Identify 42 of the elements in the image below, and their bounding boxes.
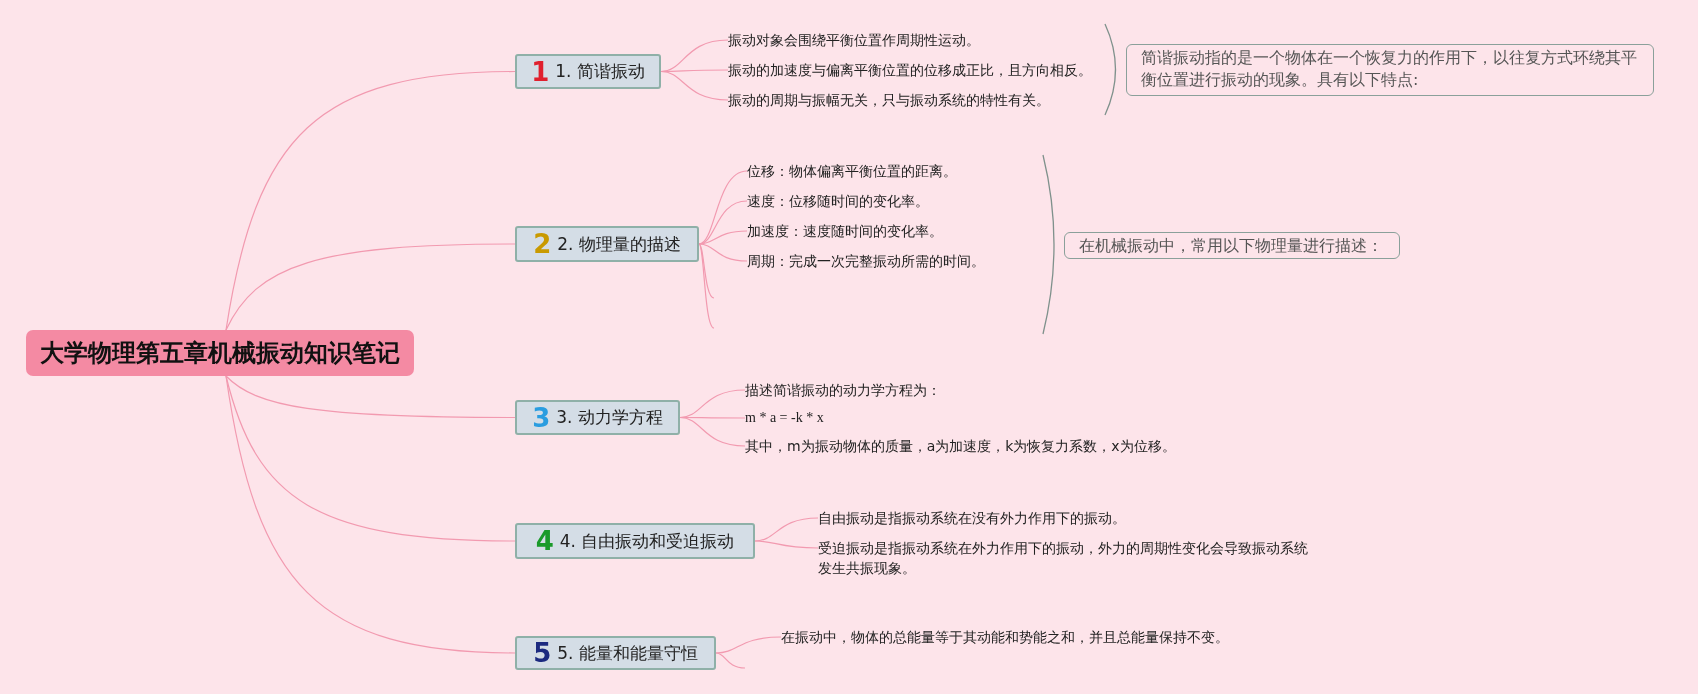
branch-line [225, 375, 516, 654]
summary-box: 简谐振动指的是一个物体在一个恢复力的作用下，以往复方式环绕其平衡位置进行振动的现象。具有以下特点: [1126, 44, 1654, 96]
summary-box: 在机械振动中，常用以下物理量进行描述： [1064, 232, 1400, 259]
subtopic-text: 位移：物体偏离平衡位置的距离。 [747, 161, 957, 181]
subtopic-text: 振动的周期与振幅无关，只与振动系统的特性有关。 [728, 90, 1050, 110]
number-marker: 1 [531, 56, 550, 87]
branch-line [660, 70, 729, 101]
branch-line [225, 375, 516, 419]
topic-label: 5. 能量和能量守恒 [557, 641, 698, 665]
topic-box [515, 636, 716, 670]
topic-label: 4. 自由振动和受迫振动 [559, 529, 735, 553]
branch-line [698, 243, 748, 262]
branch-line [698, 243, 715, 329]
topic-label: 1. 简谐振动 [555, 60, 645, 83]
central-topic: 大学物理第五章机械振动知识笔记 [26, 330, 414, 376]
subtopic-text: 速度：位移随时间的变化率。 [747, 191, 929, 211]
subtopic-text: 描述简谐振动的动力学方程为： [745, 380, 941, 400]
subtopic-text: 自由振动是指振动系统在没有外力作用下的振动。 [818, 508, 1126, 528]
branch-line [754, 540, 819, 549]
number-marker: 5 [533, 638, 552, 668]
subtopic-text: 周期：完成一次完整振动所需的时间。 [747, 251, 985, 271]
branch-line [715, 636, 782, 654]
subtopic-text: 受迫振动是指振动系统在外力作用下的振动，外力的周期性变化会导致振动系统发生共振现象。 [818, 538, 1318, 578]
subtopic-text: m * a = -k * x [745, 408, 824, 428]
subtopic-text: 在振动中，物体的总能量等于其动能和势能之和，并且总能量保持不变。 [781, 627, 1229, 647]
topic-label: 2. 物理量的描述 [557, 232, 681, 256]
number-marker: 2 [533, 229, 552, 259]
branch-line [715, 652, 746, 669]
topic-label: 3. 动力学方程 [556, 406, 663, 429]
subtopic-text: 振动对象会围绕平衡位置作周期性运动。 [728, 30, 980, 50]
number-marker: 3 [532, 402, 551, 433]
topic-box [515, 400, 680, 435]
topic-box [515, 523, 755, 559]
subtopic-text: 加速度：速度随时间的变化率。 [747, 221, 943, 241]
subtopic-text: 其中，m为振动物体的质量，a为加速度，k为恢复力系数，x为位移。 [745, 436, 1176, 456]
branch-line [679, 416, 746, 447]
topic-box [515, 226, 699, 262]
number-marker: 4 [535, 526, 554, 556]
subtopic-text: 振动的加速度与偏离平衡位置的位移成正比，且方向相反。 [728, 60, 1092, 80]
branch-line [225, 243, 516, 331]
topic-box [515, 54, 661, 89]
branch-line [225, 70, 516, 331]
